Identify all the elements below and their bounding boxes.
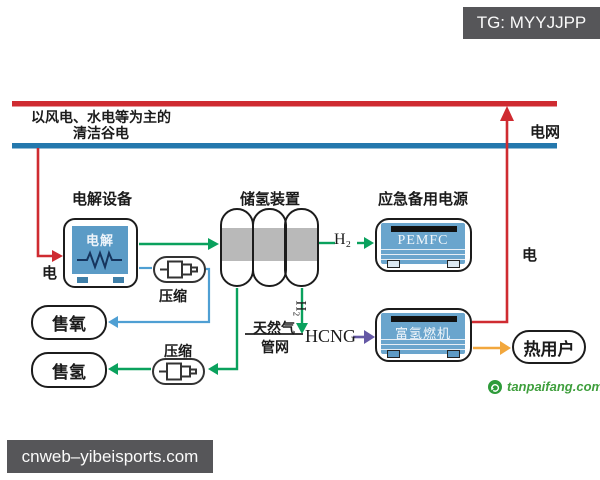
electrolyzer-box: 电解 — [63, 218, 138, 288]
hcng-arrow — [353, 330, 375, 344]
resistor-icon — [77, 250, 122, 271]
hydrogen-to-storage-arrow — [139, 238, 219, 250]
hydrogen-compressor-icon — [152, 358, 205, 385]
heat-user-label: 热用户 — [523, 339, 575, 359]
turbine-vent-bar — [391, 316, 457, 322]
storage-title: 储氢装置 — [239, 192, 300, 208]
hydrogen-storage-tanks — [220, 208, 319, 287]
storage-tank-2 — [252, 208, 287, 287]
oxygen-compressor-icon — [153, 256, 206, 283]
grid-bus-line — [12, 101, 557, 107]
electricity-out-label: 电 — [522, 248, 538, 264]
pemfc-box: PEMFC — [375, 218, 472, 272]
grid-label: 电网 — [530, 125, 561, 141]
compressor1-label: 压缩 — [159, 290, 187, 305]
site-watermark-text: cnweb–yibeisports.com — [21, 446, 199, 466]
sell-hydrogen-label: 售氢 — [52, 362, 86, 382]
storage-tank-3 — [284, 208, 319, 287]
clean-power-source-line2: 清洁谷电 — [73, 127, 129, 142]
heat-user-box: 热用户 — [512, 330, 586, 364]
pemfc-vent-bar — [391, 226, 457, 232]
turbine-label: 富氢燃机 — [394, 326, 451, 341]
compressor2-label: 压缩 — [164, 345, 192, 360]
tg-watermark-text: TG: MYYJJPP — [476, 13, 587, 32]
pemfc-body: PEMFC — [381, 223, 465, 264]
h2-to-pemfc-label: H₂ — [334, 231, 352, 248]
hcng-label: HCNG — [305, 326, 357, 346]
electrolyzer-foot-left — [77, 277, 88, 283]
storage-band — [222, 228, 317, 261]
electrolyzer-cell-label: 电解 — [85, 233, 114, 248]
electrolyzer-foot-right — [113, 277, 124, 283]
electrolyzer-cell: 电解 — [72, 226, 128, 274]
pemfc-foot-left — [387, 260, 400, 268]
electrolysis-title: 电解设备 — [71, 192, 132, 208]
natural-gas-label-line1: 天然气 — [253, 322, 295, 337]
valley-power-bus-line — [12, 143, 557, 149]
heat-arrow — [473, 341, 511, 355]
storage-tank-1 — [220, 208, 254, 287]
turbine-foot-right — [447, 350, 460, 358]
turbine-body: 富氢燃机 — [381, 313, 465, 354]
electricity-export-arrow — [472, 106, 514, 324]
tanpaifang-logo-text: tanpaifang.com — [507, 379, 600, 394]
turbine-foot-left — [387, 350, 400, 358]
site-watermark-badge: cnweb–yibeisports.com — [7, 440, 213, 473]
natural-gas-label-line2: 管网 — [261, 341, 289, 356]
pemfc-label: PEMFC — [397, 233, 449, 248]
clean-power-source-line1: 以风电、水电等为主的 — [31, 111, 171, 126]
sell-hydrogen-box: 售氢 — [31, 352, 107, 388]
backup-power-title: 应急备用电源 — [377, 192, 468, 208]
hydrogen-turbine-box: 富氢燃机 — [375, 308, 472, 362]
electricity-in-label: 电 — [42, 266, 58, 282]
clean-power-source-label: 以风电、水电等为主的 清洁谷电 — [18, 111, 184, 143]
tg-watermark-badge: TG: MYYJJPP — [463, 7, 600, 39]
tanpaifang-logo: tanpaifang.com — [488, 379, 600, 394]
pemfc-foot-right — [447, 260, 460, 268]
recycle-icon — [488, 379, 502, 394]
sell-oxygen-box: 售氧 — [31, 305, 107, 340]
sell-oxygen-label: 售氧 — [52, 315, 86, 334]
